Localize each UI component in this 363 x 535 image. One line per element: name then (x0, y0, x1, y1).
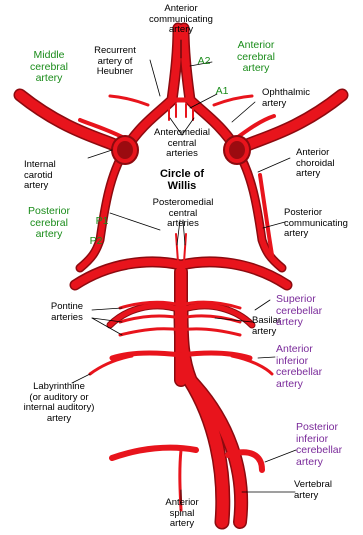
label-posteromedial-central-arteries: Posteromedial central arteries (140, 198, 226, 230)
label-anterior-cerebral-artery: Anterior cerebral artery (218, 40, 294, 75)
label-posterior-communicating-artery: Posterior communicating artery (284, 208, 362, 240)
pontine-branch-2 (120, 316, 181, 322)
label-internal-carotid-artery: Internal carotid artery (24, 160, 88, 192)
label-anteromedial-central-arteries: Anteromedial central arteries (144, 128, 220, 160)
label-superior-cerebellar-artery: Superior cerebellar artery (276, 294, 356, 329)
label-recurrent-artery-of-heubner: Recurrent artery of Heubner (84, 46, 146, 78)
label-vertebral-artery: Vertebral artery (294, 480, 358, 501)
label-posterior-inferior-cerebellar-artery: Posterior inferior cerebellar artery (296, 422, 360, 468)
label-p1: P1 (92, 216, 112, 228)
pontine-branch-3 (120, 329, 181, 335)
label-a2: A2 (194, 56, 214, 68)
label-anterior-communicating-artery: Anterior communicating artery (121, 4, 241, 36)
label-anterior-spinal-artery: Anterior spinal artery (156, 498, 208, 530)
label-a1: A1 (212, 86, 232, 98)
pontine-branch-6 (181, 329, 240, 335)
right-posterior-communicating (237, 150, 282, 268)
left-pica (112, 448, 196, 458)
label-ophthalmic-artery: Ophthalmic artery (262, 88, 342, 109)
left-middle-cerebral (20, 95, 125, 150)
label-middle-cerebral-artery: Middle cerebral artery (18, 50, 80, 85)
label-posterior-cerebral-artery: Posterior cerebral artery (18, 206, 80, 241)
label-anterior-choroidal-artery: Anterior choroidal artery (296, 148, 360, 180)
label-anterior-inferior-cerebellar-artery: Anterior inferior cerebellar artery (276, 344, 356, 390)
label-circle-of-willis: Circle of Willis (150, 168, 214, 192)
left-recurrent-heubner (110, 96, 148, 105)
label-p2: P2 (86, 236, 106, 248)
pontine-branch-5 (181, 316, 240, 322)
label-labyrinthine-artery: Labyrinthine (or auditory or internal au… (12, 382, 106, 424)
label-pontine-arteries: Pontine arteries (42, 302, 92, 323)
